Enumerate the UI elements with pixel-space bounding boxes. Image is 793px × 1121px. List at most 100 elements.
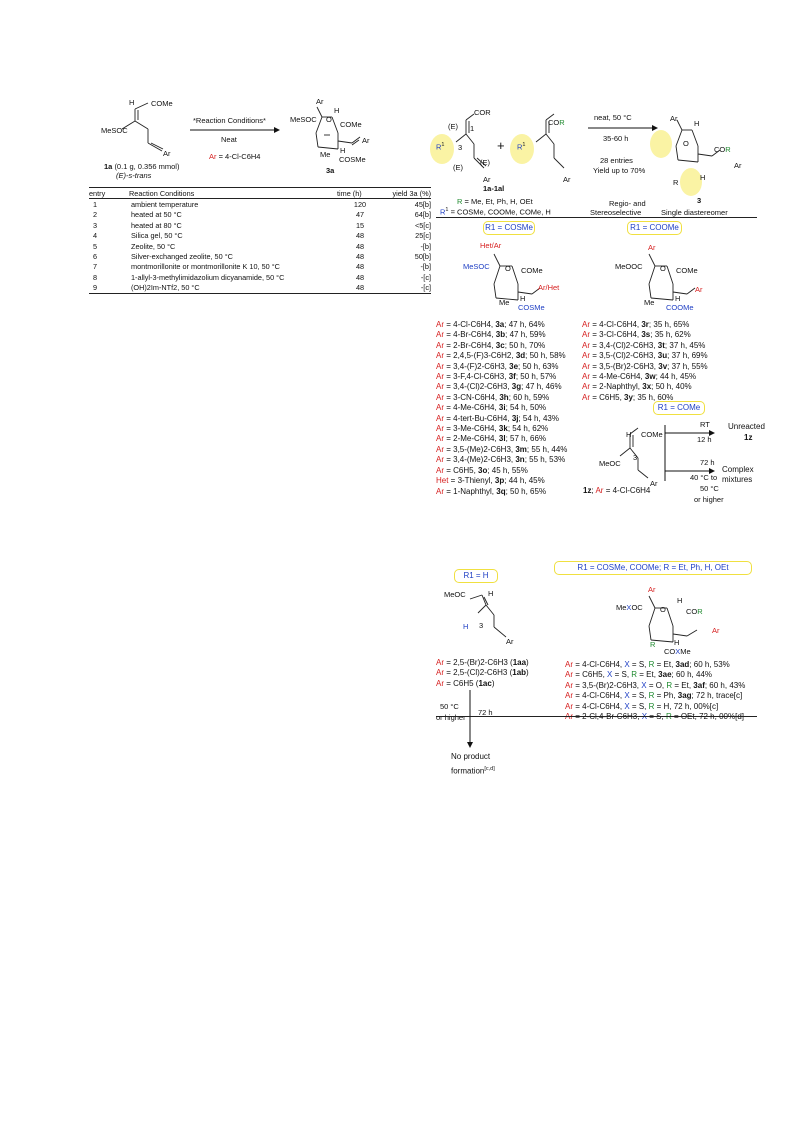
- entry-ar: Ar: [436, 434, 444, 444]
- table-cell: 48: [355, 231, 365, 241]
- entry-text: = O,: [646, 680, 667, 690]
- entry-text: = 3-F,4-Cl-C6H3,: [444, 372, 509, 382]
- entry-id: 3w: [644, 372, 656, 382]
- entry-result: ; 60 h, 43%: [704, 680, 746, 690]
- gp-h: H: [694, 119, 700, 128]
- entry-text: = Ph,: [654, 691, 678, 701]
- table-cell: 64[b]: [414, 210, 431, 220]
- label-1a-1al: 1a-1al: [483, 184, 505, 193]
- table-cell: 5: [93, 241, 98, 251]
- product-o: O: [326, 115, 332, 124]
- entry-text: = S,: [629, 691, 649, 701]
- come-3: 3: [633, 453, 638, 462]
- entry-result: ; 55 h, 53%: [524, 455, 566, 465]
- table-cell: 50[b]: [414, 252, 431, 262]
- come-unreacted: Unreacted: [728, 422, 765, 431]
- entry-text: = 3,5-(Br)2-C6H3,: [573, 680, 642, 690]
- come-temp1: 40 °C to: [690, 473, 718, 482]
- table-cell: ambient temperature: [131, 200, 199, 210]
- product-come: COMe: [340, 120, 362, 129]
- entry-text: = 2,5-(Cl)2-C6H3 (: [444, 668, 513, 678]
- come-compound-label: 1z; Ar = 4-Cl-C6H4: [583, 486, 651, 495]
- substrate-structure: [455, 113, 565, 169]
- entry-ar: Ar: [582, 351, 590, 361]
- entry-ar: Ar: [436, 403, 444, 413]
- h-structure: [469, 594, 507, 638]
- entry-ar: Ar: [582, 382, 590, 392]
- entry-result: ; 47 h, 59%: [505, 330, 546, 340]
- come-temp2: 50 °C: [700, 484, 719, 493]
- entry-result: ; 47 h, 46%: [521, 382, 562, 392]
- mixed-ar2: Ar: [712, 626, 720, 635]
- table-cell: 25[c]: [415, 231, 431, 241]
- h-3: 3: [479, 621, 484, 630]
- table-cell: 48: [355, 252, 365, 262]
- h-formation: formation[c,d]: [451, 766, 495, 776]
- come-structure: [619, 427, 649, 479]
- entry-result: ; 60 h, 44%: [671, 670, 713, 680]
- entry-ar: Ar: [565, 670, 573, 680]
- table-cell: -[c]: [420, 272, 431, 282]
- ar-label: Ar: [163, 149, 171, 158]
- product-cosme: COSMe: [339, 155, 366, 164]
- entry-ar: Ar: [582, 392, 590, 402]
- entry-text: = C6H5,: [573, 670, 608, 680]
- mixed-entry-list: Ar = 4-Cl-C6H4, X = S, R = Et, 3ad; 60 h…: [565, 660, 745, 722]
- entry-id: 3m: [515, 444, 527, 454]
- entry-r: R: [648, 660, 655, 669]
- h-box: R1 = H: [454, 569, 498, 583]
- e1-label: (E): [448, 122, 458, 131]
- come-complex2: mixtures: [722, 475, 753, 484]
- entry-result: ; 37 h, 69%: [667, 351, 708, 361]
- table-header-cell: Reaction Conditions: [123, 186, 337, 200]
- table-cell: 15: [355, 220, 365, 230]
- entry-text: = 2,5-(Br)2-C6H3 (: [444, 658, 513, 667]
- single-label: Single diastereomer: [661, 208, 728, 217]
- entry-result: ; 60 h, 59%: [508, 392, 550, 402]
- come-rt-time: 12 h: [697, 435, 712, 444]
- entry-id: 3c: [495, 340, 505, 350]
- list-item: Ar = 3,4-(Cl)2-C6H3, 3g; 47 h, 46%: [436, 382, 567, 392]
- entry-result: ; 47 h, 64%: [504, 320, 545, 329]
- entry-result: ): [491, 678, 495, 688]
- entry-text: = 3,4-(F)2-C6H3,: [444, 361, 510, 371]
- entry-ar: Ar: [436, 486, 444, 496]
- gp-o: O: [683, 139, 689, 148]
- list-item: Ar = 4-Cl-C6H4, 3a; 47 h, 64%: [436, 320, 567, 330]
- entry-id: 3q: [496, 486, 506, 496]
- cor-label-2: COR: [548, 118, 565, 127]
- entry-id: 3a: [495, 320, 505, 329]
- product-h: H: [334, 106, 340, 115]
- come-temp3: or higher: [694, 495, 724, 504]
- table-header-cell: time (h): [337, 186, 383, 200]
- entry-ar: Ar: [565, 691, 573, 701]
- cosme-mesoc: MeSOC: [463, 262, 490, 271]
- entry-result: ; 37 h, 45%: [664, 340, 706, 350]
- table-cell: 4: [93, 231, 98, 241]
- gp-cor: COR: [714, 145, 731, 154]
- cosme-structure: [493, 253, 541, 301]
- entry-id: 3ae: [658, 670, 672, 680]
- entry-result: ; 50 h, 65%: [505, 486, 547, 496]
- table-cell: 48: [355, 272, 365, 282]
- entry-ar: Ar: [436, 351, 444, 361]
- entry-ar: Ar: [565, 701, 573, 711]
- cosme-entry-list: Ar = 4-Cl-C6H4, 3a; 47 h, 64%Ar = 4-Br-C…: [436, 320, 567, 497]
- entry-result: ; 55 h, 44%: [526, 444, 568, 454]
- entry-id: 3ag: [677, 691, 692, 701]
- coome-come: COMe: [676, 266, 698, 275]
- list-item: Ar = 4-Cl-C6H4, 3r; 35 h, 65%: [582, 320, 708, 330]
- mixed-structure: [648, 595, 698, 643]
- entry-text: = 4-Cl-C6H4,: [590, 320, 642, 329]
- reactant-geometry: (E)-s-trans: [116, 171, 152, 180]
- list-item: Ar = 4-Br-C6H4, 3b; 47 h, 59%: [436, 330, 567, 340]
- entry-id: 1ac: [478, 678, 492, 688]
- h-entry-list: Ar = 2,5-(Br)2-C6H3 (1aa)Ar = 2,5-(Cl)2-…: [436, 658, 529, 689]
- entry-id: 3h: [499, 392, 509, 402]
- entry-text: = C6H5,: [590, 392, 625, 402]
- table-cell: Silica gel, 50 °C: [131, 231, 183, 241]
- come-branch-arrows: [664, 425, 715, 481]
- h-time: 72 h: [478, 708, 493, 717]
